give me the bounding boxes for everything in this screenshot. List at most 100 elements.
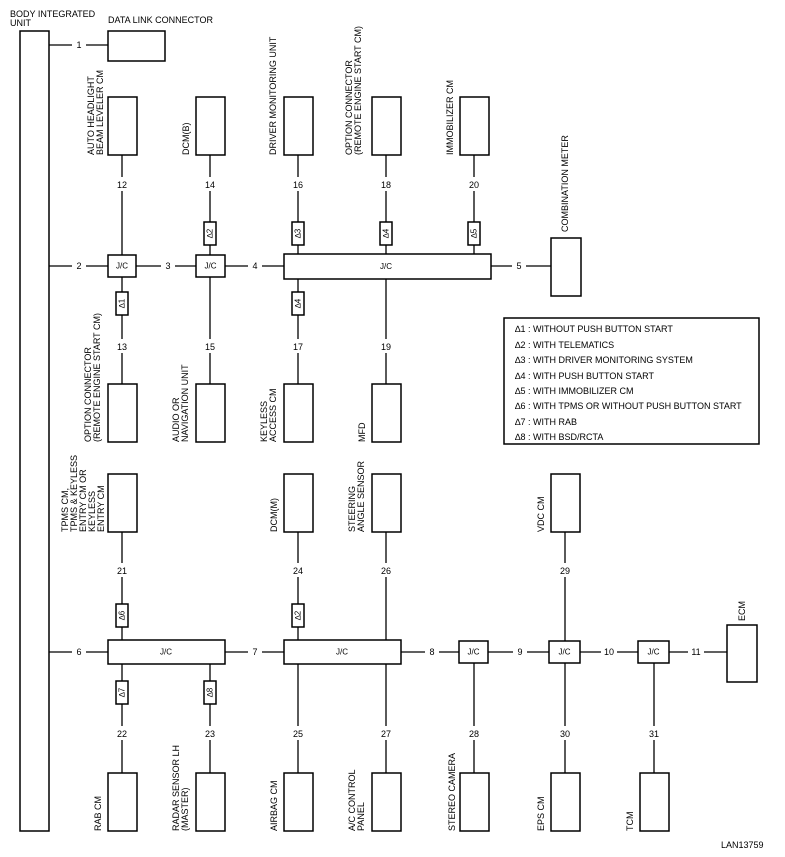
svg-text:ANGLE SENSOR: ANGLE SENSOR xyxy=(356,460,366,532)
diagram-id: LAN13759 xyxy=(721,840,764,850)
line-number-28: 28 xyxy=(469,729,479,739)
line-number-21: 21 xyxy=(117,566,127,576)
immobilizer-label: IMMOBILIZER CM xyxy=(445,80,455,155)
svg-text:OPTION CONNECTOR: OPTION CONNECTOR xyxy=(344,60,354,155)
legend-item-2: ∆2 : WITH TELEMATICS xyxy=(515,340,614,350)
line-number-12: 12 xyxy=(117,180,127,190)
line-number-26: 26 xyxy=(381,566,391,576)
svg-text:RADAR SENSOR LH: RADAR SENSOR LH xyxy=(171,745,181,831)
bcm-title-line-1: BODY INTEGRATED xyxy=(10,9,96,19)
svg-text:∆2: ∆2 xyxy=(206,228,215,238)
svg-text:IMMOBILIZER CM: IMMOBILIZER CM xyxy=(445,80,455,155)
svg-text:KEYLESS: KEYLESS xyxy=(87,491,97,532)
line-number-20: 20 xyxy=(469,180,479,190)
svg-text:ENTRY CM: ENTRY CM xyxy=(96,485,106,532)
keyless-access-label: KEYLESS ACCESS CM xyxy=(259,388,278,442)
mfd-box xyxy=(371,383,402,443)
jc-lower-2: J/C xyxy=(283,639,402,665)
body-integrated-unit-box xyxy=(19,30,50,832)
jc-upper-1: J/C xyxy=(107,254,137,278)
line-number-13: 13 xyxy=(117,342,127,352)
svg-text:A/C CONTROL: A/C CONTROL xyxy=(347,769,357,831)
svg-text:DCM(B): DCM(B) xyxy=(181,123,191,156)
immobilizer-box xyxy=(459,96,490,156)
svg-text:VDC CM: VDC CM xyxy=(536,497,546,533)
condition-tag-4-top: ∆4 xyxy=(379,221,393,246)
radar-sensor-box xyxy=(195,772,226,832)
line-number-1: 1 xyxy=(76,40,81,50)
ecm-label: ECM xyxy=(737,601,747,621)
line-number-bgs xyxy=(72,39,704,740)
combination-meter-label: COMBINATION METER xyxy=(560,135,570,232)
svg-text:∆2: ∆2 xyxy=(294,610,303,620)
jc-upper-2: J/C xyxy=(195,254,226,278)
line-numbers: 1 2 3 4 5 6 7 8 9 10 11 12 13 14 15 16 1… xyxy=(76,40,700,739)
bcm-title-line-2: UNIT xyxy=(10,18,31,28)
jc-lower-1: J/C xyxy=(107,639,226,665)
line-number-22: 22 xyxy=(117,729,127,739)
legend-item-1: ∆1 : WITHOUT PUSH BUTTON START xyxy=(515,324,673,334)
svg-text:MFD: MFD xyxy=(357,422,367,442)
svg-text:NAVIGATION UNIT: NAVIGATION UNIT xyxy=(180,364,190,442)
rab-label: RAB CM xyxy=(93,796,103,831)
combination-meter-box xyxy=(550,237,582,297)
option-connector-top-label: OPTION CONNECTOR (REMOTE ENGINE START CM… xyxy=(344,26,363,155)
eps-box xyxy=(550,772,581,832)
svg-text:J/C: J/C xyxy=(559,648,571,657)
driver-monitoring-label: DRIVER MONITORING UNIT xyxy=(268,36,278,155)
legend-item-7: ∆7 : WITH RAB xyxy=(515,417,577,427)
svg-text:J/C: J/C xyxy=(116,262,128,271)
eps-label: EPS CM xyxy=(536,796,546,831)
line-number-30: 30 xyxy=(560,729,570,739)
option-connector-mid-box xyxy=(107,383,138,443)
line-number-15: 15 xyxy=(205,342,215,352)
tcm-label: TCM xyxy=(625,812,635,832)
dlc-box xyxy=(107,30,166,62)
svg-text:∆7: ∆7 xyxy=(118,687,127,697)
line-number-9: 9 xyxy=(517,647,522,657)
condition-tag-7: ∆7 xyxy=(115,680,129,705)
audio-navigation-box xyxy=(195,383,226,443)
svg-text:J/C: J/C xyxy=(648,648,660,657)
condition-tag-5: ∆5 xyxy=(467,221,481,246)
dcm-m-label: DCM(M) xyxy=(269,498,279,532)
line-number-24: 24 xyxy=(293,566,303,576)
svg-text:(REMOTE ENGINE START CM): (REMOTE ENGINE START CM) xyxy=(353,26,363,155)
dcm-b-label: DCM(B) xyxy=(181,123,191,156)
legend-item-6: ∆6 : WITH TPMS OR WITHOUT PUSH BUTTON ST… xyxy=(515,401,742,411)
svg-text:TPMS & KEYLESS: TPMS & KEYLESS xyxy=(69,455,79,532)
condition-tag-4-mid: ∆4 xyxy=(291,291,305,316)
svg-text:∆5: ∆5 xyxy=(470,228,479,238)
dcm-m-box xyxy=(283,473,314,533)
svg-text:∆3: ∆3 xyxy=(294,228,303,238)
jc-lower-4: J/C xyxy=(548,640,581,664)
jc-lower-5: J/C xyxy=(637,640,670,664)
stereo-camera-label: STEREO CAMERA xyxy=(447,753,457,831)
svg-text:AIRBAG CM: AIRBAG CM xyxy=(269,780,279,831)
line-number-19: 19 xyxy=(381,342,391,352)
svg-text:BEAM LEVELER CM: BEAM LEVELER CM xyxy=(95,70,105,155)
svg-text:J/C: J/C xyxy=(336,648,348,657)
svg-text:ECM: ECM xyxy=(737,601,747,621)
headlight-leveler-label: AUTO HEADLIGHT BEAM LEVELER CM xyxy=(86,70,105,155)
svg-text:DCM(M): DCM(M) xyxy=(269,498,279,532)
svg-text:ACCESS CM: ACCESS CM xyxy=(268,388,278,442)
condition-tag-8: ∆8 xyxy=(203,680,217,705)
ac-control-label: A/C CONTROL PANEL xyxy=(347,769,366,831)
line-number-10: 10 xyxy=(604,647,614,657)
steering-angle-box xyxy=(371,473,402,533)
legend-item-5: ∆5 : WITH IMMOBILIZER CM xyxy=(515,386,634,396)
legend: ∆1 : WITHOUT PUSH BUTTON START ∆2 : WITH… xyxy=(503,317,760,445)
rab-box xyxy=(107,772,138,832)
svg-text:AUTO HEADLIGHT: AUTO HEADLIGHT xyxy=(86,76,96,155)
svg-text:COMBINATION METER: COMBINATION METER xyxy=(560,135,570,232)
line-number-17: 17 xyxy=(293,342,303,352)
svg-text:∆8: ∆8 xyxy=(206,687,215,697)
line-number-5: 5 xyxy=(516,261,521,271)
audio-navigation-label: AUDIO OR NAVIGATION UNIT xyxy=(171,364,190,442)
line-number-3: 3 xyxy=(165,261,170,271)
condition-tag-6: ∆6 xyxy=(115,603,129,628)
line-number-11: 11 xyxy=(691,647,700,657)
tpms-box xyxy=(107,473,138,533)
dcm-b-box xyxy=(195,96,226,156)
